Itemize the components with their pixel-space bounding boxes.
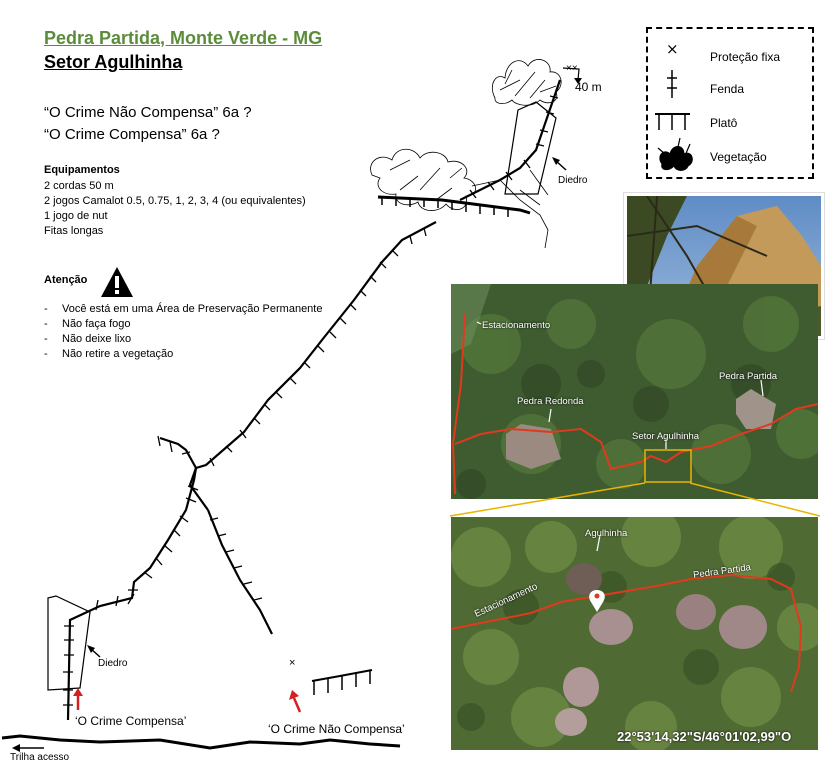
attention-item: -Não deixe lixo <box>44 333 132 345</box>
diedro-top-outline <box>504 101 557 195</box>
rappel-arrow-icon <box>562 67 580 81</box>
vegetation-icon <box>657 137 693 171</box>
route-name-nao-compensa: “O Crime Não Compensa” 6a ? <box>44 104 252 121</box>
vegetation-top-icon <box>491 59 562 106</box>
crack-ticks <box>63 95 559 706</box>
route-label-nao-compensa: ‘O Crime Não Compensa’ <box>268 722 405 736</box>
zoom-label-agulhinha: Agulhinha <box>585 528 628 539</box>
satellite-zoom-map <box>451 517 818 750</box>
page-title: Pedra Partida, Monte Verde - MG <box>44 28 323 48</box>
red-arrow-compensa-icon <box>73 688 83 710</box>
route-label-compensa: ‘O Crime Compensa’ <box>75 714 187 728</box>
legend-icons: × <box>655 40 693 171</box>
equipment-item: 1 jogo de nut <box>44 210 108 222</box>
vegetation-mid-icon <box>370 148 549 249</box>
pedra-redonda-rock <box>506 424 561 469</box>
satellite-overview-map <box>451 284 818 499</box>
attention-item: -Não faça fogo <box>44 318 131 330</box>
approach-trail-line <box>451 573 803 693</box>
red-arrow-nao-compensa-icon <box>289 690 302 713</box>
attention-item: -Não retire a vegetação <box>44 348 174 360</box>
map-label-estacionamento: Estacionamento <box>482 320 551 331</box>
diedro-bottom-outline <box>47 595 91 691</box>
agulhinha-rock <box>566 563 602 595</box>
legend-crack-label: Fenda <box>710 82 745 96</box>
crack-icon <box>667 70 677 98</box>
map-label-setor: Setor Agulhinha <box>632 431 700 442</box>
equipment-item: Fitas longas <box>44 225 104 237</box>
topo-drawing: ×× × <box>1 59 582 752</box>
diedro-bottom-label: Diedro <box>98 658 128 669</box>
map-label-pedra-redonda: Pedra Redonda <box>517 396 584 407</box>
attention-item: -Você está em uma Área de Preservação Pe… <box>44 303 323 315</box>
pedra-partida-rock <box>736 389 776 429</box>
legend <box>646 27 814 179</box>
zoom-connector <box>449 482 821 517</box>
plato-bottom <box>311 669 373 695</box>
coordinates-label: 22°53'14,32"S/46°01'02,99"O <box>617 729 792 744</box>
equipment-item: 2 jogos Camalot 0.5, 0.75, 1, 2, 3, 4 (o… <box>44 195 306 207</box>
plato-top <box>377 195 531 217</box>
plato-icon <box>655 113 690 130</box>
protection-x-icon: ×× <box>566 63 578 74</box>
legend-protection-label: Proteção fixa <box>710 50 781 64</box>
approach-trail-line <box>451 313 818 495</box>
location-pin-icon <box>589 590 605 612</box>
equipment-item: 2 cordas 50 m <box>44 180 114 192</box>
legend-vegetation-label: Vegetação <box>710 150 767 164</box>
map-label-pedra-partida: Pedra Partida <box>719 371 778 382</box>
equipment-heading: Equipamentos <box>44 164 120 176</box>
protection-x-icon: × <box>666 40 679 58</box>
page-subtitle: Setor Agulhinha <box>44 52 183 72</box>
protection-x-icon: × <box>289 657 295 669</box>
legend-plato-label: Platô <box>710 116 738 130</box>
ground-line <box>1 734 401 750</box>
route-name-compensa: “O Crime Compensa” 6a ? <box>44 126 220 143</box>
zoom-frame <box>644 449 692 483</box>
warning-icon <box>101 267 133 297</box>
attention-heading: Atenção <box>44 274 88 286</box>
trail-label: Trilha acesso <box>10 752 70 763</box>
length-label: 40 m <box>575 80 602 94</box>
diedro-top-label: Diedro <box>558 175 588 186</box>
